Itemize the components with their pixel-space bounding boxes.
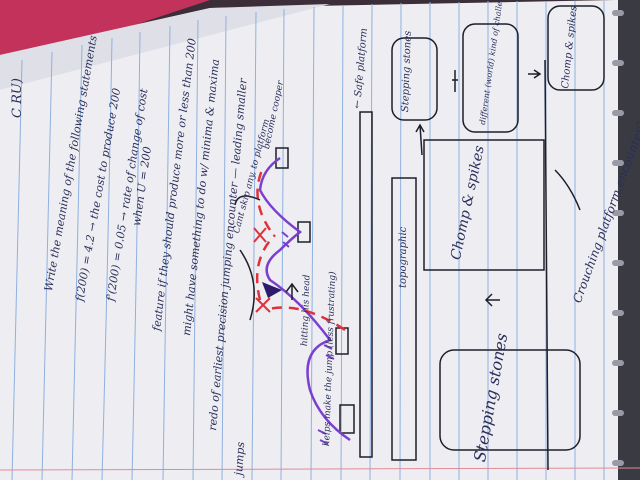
up-arrow: [285, 282, 299, 300]
arrow-1: [452, 70, 458, 92]
topographic-box: [391, 177, 417, 461]
stepping-stones-big-box: [439, 349, 581, 451]
head-curve: [239, 249, 255, 321]
box-topographic-label: topographic: [398, 226, 409, 288]
page-fold: [0, 4, 330, 90]
stepping-stones-small-box: [391, 37, 438, 121]
chomp-big-box: [423, 139, 545, 271]
spiral-binding: [618, 0, 640, 480]
bracket-curve: [234, 195, 261, 206]
margin-line: [0, 467, 640, 471]
chomp-small-box: [547, 5, 605, 91]
red-x-2: [255, 297, 271, 313]
arrow-2: [528, 69, 542, 79]
note-jumps: jumps: [232, 441, 248, 476]
red-x-1: [253, 227, 267, 243]
platform-1: [275, 147, 289, 169]
jump-sketch: [234, 147, 355, 445]
red-dashed-arcs: [255, 169, 346, 332]
character-marker: [262, 282, 282, 298]
arrow-3: [415, 123, 425, 156]
level-plan: [359, 5, 605, 471]
challenge-box: [462, 23, 519, 133]
arrow-4: [484, 293, 500, 307]
note-c-ru: C RU): [10, 78, 25, 118]
spiral-rings: [612, 10, 624, 466]
divider-line: [544, 59, 549, 471]
platform-4: [339, 404, 355, 434]
motion-ticks: [281, 231, 335, 445]
pointer-line: [554, 169, 581, 211]
purple-jump-path: [258, 156, 351, 442]
safe-platform-box: [359, 111, 373, 458]
